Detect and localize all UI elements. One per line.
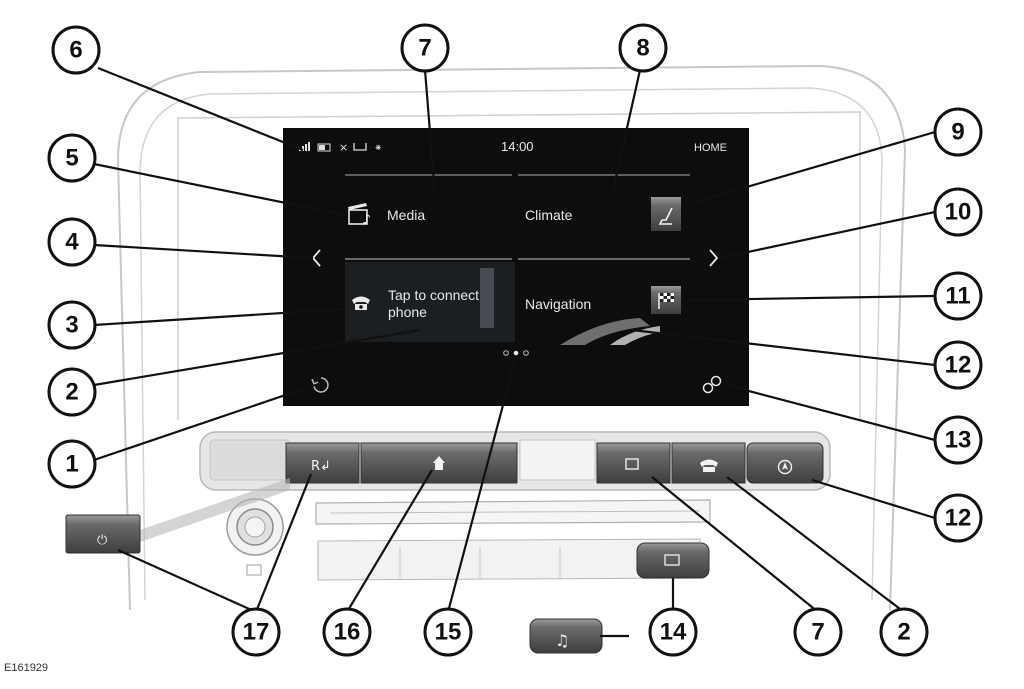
callout-9: 9 (933, 107, 983, 157)
callout-leaders (93, 66, 936, 638)
svg-text:4: 4 (65, 229, 79, 256)
phone-icon (352, 296, 370, 310)
media-button[interactable] (596, 442, 671, 484)
settings-status-icon: ⁕ (374, 143, 382, 154)
next-arrow-icon[interactable] (709, 249, 719, 267)
callout-5: 5 (47, 133, 97, 183)
touch-screen[interactable] (283, 128, 749, 406)
callout-10: 10 (933, 187, 983, 237)
callout-2-left: 2 (47, 367, 97, 417)
phone-label-line1: Tap to connect (388, 287, 479, 303)
chequered-flag-icon (658, 293, 674, 309)
power-button[interactable]: ⏻ (65, 514, 141, 554)
svg-text:7: 7 (418, 35, 431, 62)
dashboard-bezel (116, 64, 907, 611)
home-label[interactable]: HOME (694, 142, 727, 154)
media-button-icon (625, 458, 639, 470)
climate-tile[interactable]: Climate (525, 207, 573, 223)
svg-text:12: 12 (945, 352, 972, 379)
svg-text:14: 14 (660, 619, 687, 646)
navigation-label: Navigation (525, 296, 591, 312)
callout-11: 11 (933, 271, 983, 321)
svg-text:10: 10 (945, 199, 972, 226)
svg-text:5: 5 (65, 145, 78, 172)
home-button[interactable] (360, 442, 518, 484)
callout-14: 14 (648, 607, 698, 657)
back-icon[interactable] (311, 377, 329, 393)
display-button[interactable] (636, 542, 710, 579)
svg-text:2: 2 (65, 379, 78, 406)
reference-code: E161929 (4, 662, 49, 674)
svg-text:6: 6 (69, 37, 82, 64)
media-label: Media (387, 207, 425, 223)
seat-icon (658, 207, 673, 225)
callout-2-bottom: 2 (879, 607, 929, 657)
callout-12-top: 12 (933, 340, 983, 390)
callout-13: 13 (933, 415, 983, 465)
svg-text:8: 8 (636, 35, 649, 62)
climate-label: Climate (525, 207, 573, 223)
svg-text:7: 7 (811, 619, 824, 646)
media-clapper-icon: ♪ (348, 203, 371, 228)
callout-1: 1 (47, 439, 97, 489)
volume-knob[interactable] (226, 498, 284, 576)
callout-12-bottom: 12 (933, 493, 983, 543)
seat-icon-button[interactable] (651, 197, 681, 231)
flag-icon-button[interactable] (651, 286, 681, 314)
callout-16: 16 (322, 607, 372, 657)
phone-label-line2: phone (388, 304, 427, 320)
source-button[interactable]: R↲ (285, 442, 360, 484)
clock-time: 14:00 (501, 139, 534, 154)
svg-text:17: 17 (243, 619, 270, 646)
navigation-tile[interactable]: Navigation (525, 296, 591, 312)
music-button[interactable]: ♫ (529, 618, 603, 654)
phone-button[interactable] (671, 442, 746, 484)
svg-text:11: 11 (945, 283, 970, 310)
phone-button-icon (700, 459, 718, 472)
battery-icon (317, 143, 331, 152)
phone-tile[interactable]: Tap to connect phone (352, 287, 479, 320)
navigation-button[interactable] (746, 442, 824, 484)
callout-3: 3 (47, 300, 97, 350)
navigation-button-icon (777, 459, 793, 475)
callout-8: 8 (618, 23, 668, 73)
page-indicator (503, 350, 529, 356)
svg-text:9: 9 (951, 119, 964, 146)
svg-text:1: 1 (65, 451, 78, 478)
callout-17: 17 (231, 607, 281, 657)
callout-4: 4 (47, 217, 97, 267)
cd-slot (315, 499, 711, 525)
svg-text:13: 13 (945, 427, 972, 454)
bluetooth-icon: ⨯ (339, 141, 348, 154)
svg-text:12: 12 (945, 505, 972, 532)
messages-icon (353, 143, 367, 151)
callout-15: 15 (423, 607, 473, 657)
home-icon (433, 456, 445, 470)
callout-6: 6 (51, 25, 101, 75)
callout-7-bottom: 7 (793, 607, 843, 657)
svg-text:2: 2 (897, 619, 910, 646)
svg-text:♪: ♪ (362, 212, 371, 228)
callout-7-top: 7 (400, 23, 450, 73)
svg-text:16: 16 (334, 619, 361, 646)
source-icon: R↲ (311, 459, 331, 474)
music-note-icon: ♫ (555, 631, 569, 650)
settings-link-icon[interactable] (702, 375, 722, 394)
power-icon: ⏻ (97, 533, 107, 548)
svg-text:3: 3 (65, 312, 78, 339)
svg-text:15: 15 (435, 619, 462, 646)
media-tile[interactable]: ♪ Media (348, 203, 425, 228)
display-icon (664, 554, 680, 566)
